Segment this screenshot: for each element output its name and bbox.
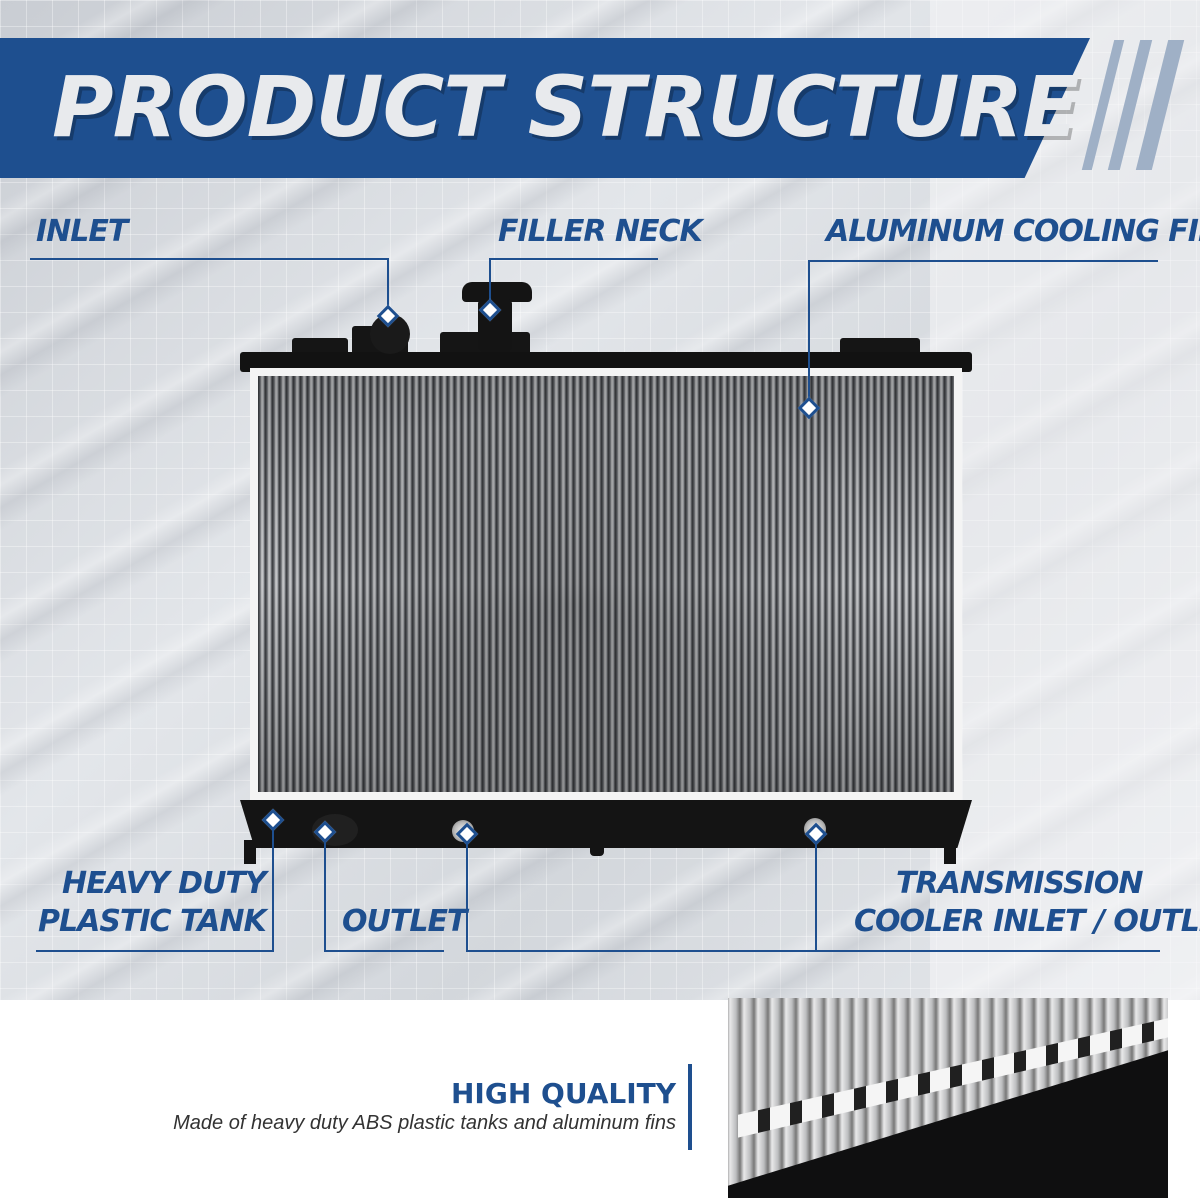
label-transmission-line1: TRANSMISSION [896, 866, 1143, 901]
leader-line [490, 258, 658, 260]
label-plastic-tank-line1: HEAVY DUTY [62, 866, 267, 901]
title-banner [0, 38, 1090, 178]
label-transmission-line2: COOLER INLET / OUTLET [854, 904, 1200, 939]
quality-description: Made of heavy duty ABS plastic tanks and… [173, 1112, 676, 1134]
leader-line [324, 840, 326, 952]
mount-peg [944, 840, 956, 864]
bottom-tank [240, 800, 972, 848]
leader-line [387, 258, 389, 314]
top-tank [240, 352, 972, 372]
aluminum-fins [258, 376, 954, 792]
radiator-image [240, 280, 972, 870]
leader-line [30, 258, 388, 260]
mount-peg [244, 840, 256, 864]
quality-divider [688, 1064, 692, 1150]
label-outlet: OUTLET [342, 904, 467, 939]
leader-line [272, 828, 274, 950]
leader-line [324, 950, 444, 952]
leader-line [36, 950, 274, 952]
closeup-fins [728, 998, 1168, 1198]
label-filler-neck: FILLER NECK [498, 214, 703, 249]
quality-heading: HIGH QUALITY [451, 1077, 676, 1110]
leader-line [815, 842, 817, 950]
label-inlet: INLET [36, 214, 128, 249]
leader-line [808, 260, 1158, 262]
label-plastic-tank-line2: PLASTIC TANK [38, 904, 267, 939]
page-title: PRODUCT STRUCTURE [52, 58, 1080, 156]
filler-cap [462, 282, 532, 302]
fins-closeup-image [728, 998, 1168, 1198]
leader-line [466, 950, 1160, 952]
fins-shading [258, 376, 954, 792]
label-aluminum-fins: ALUMINUM COOLING FINS [826, 214, 1200, 249]
mount-peg [590, 844, 604, 856]
leader-line [466, 842, 468, 950]
leader-line [808, 260, 810, 400]
leader-line [489, 258, 491, 304]
